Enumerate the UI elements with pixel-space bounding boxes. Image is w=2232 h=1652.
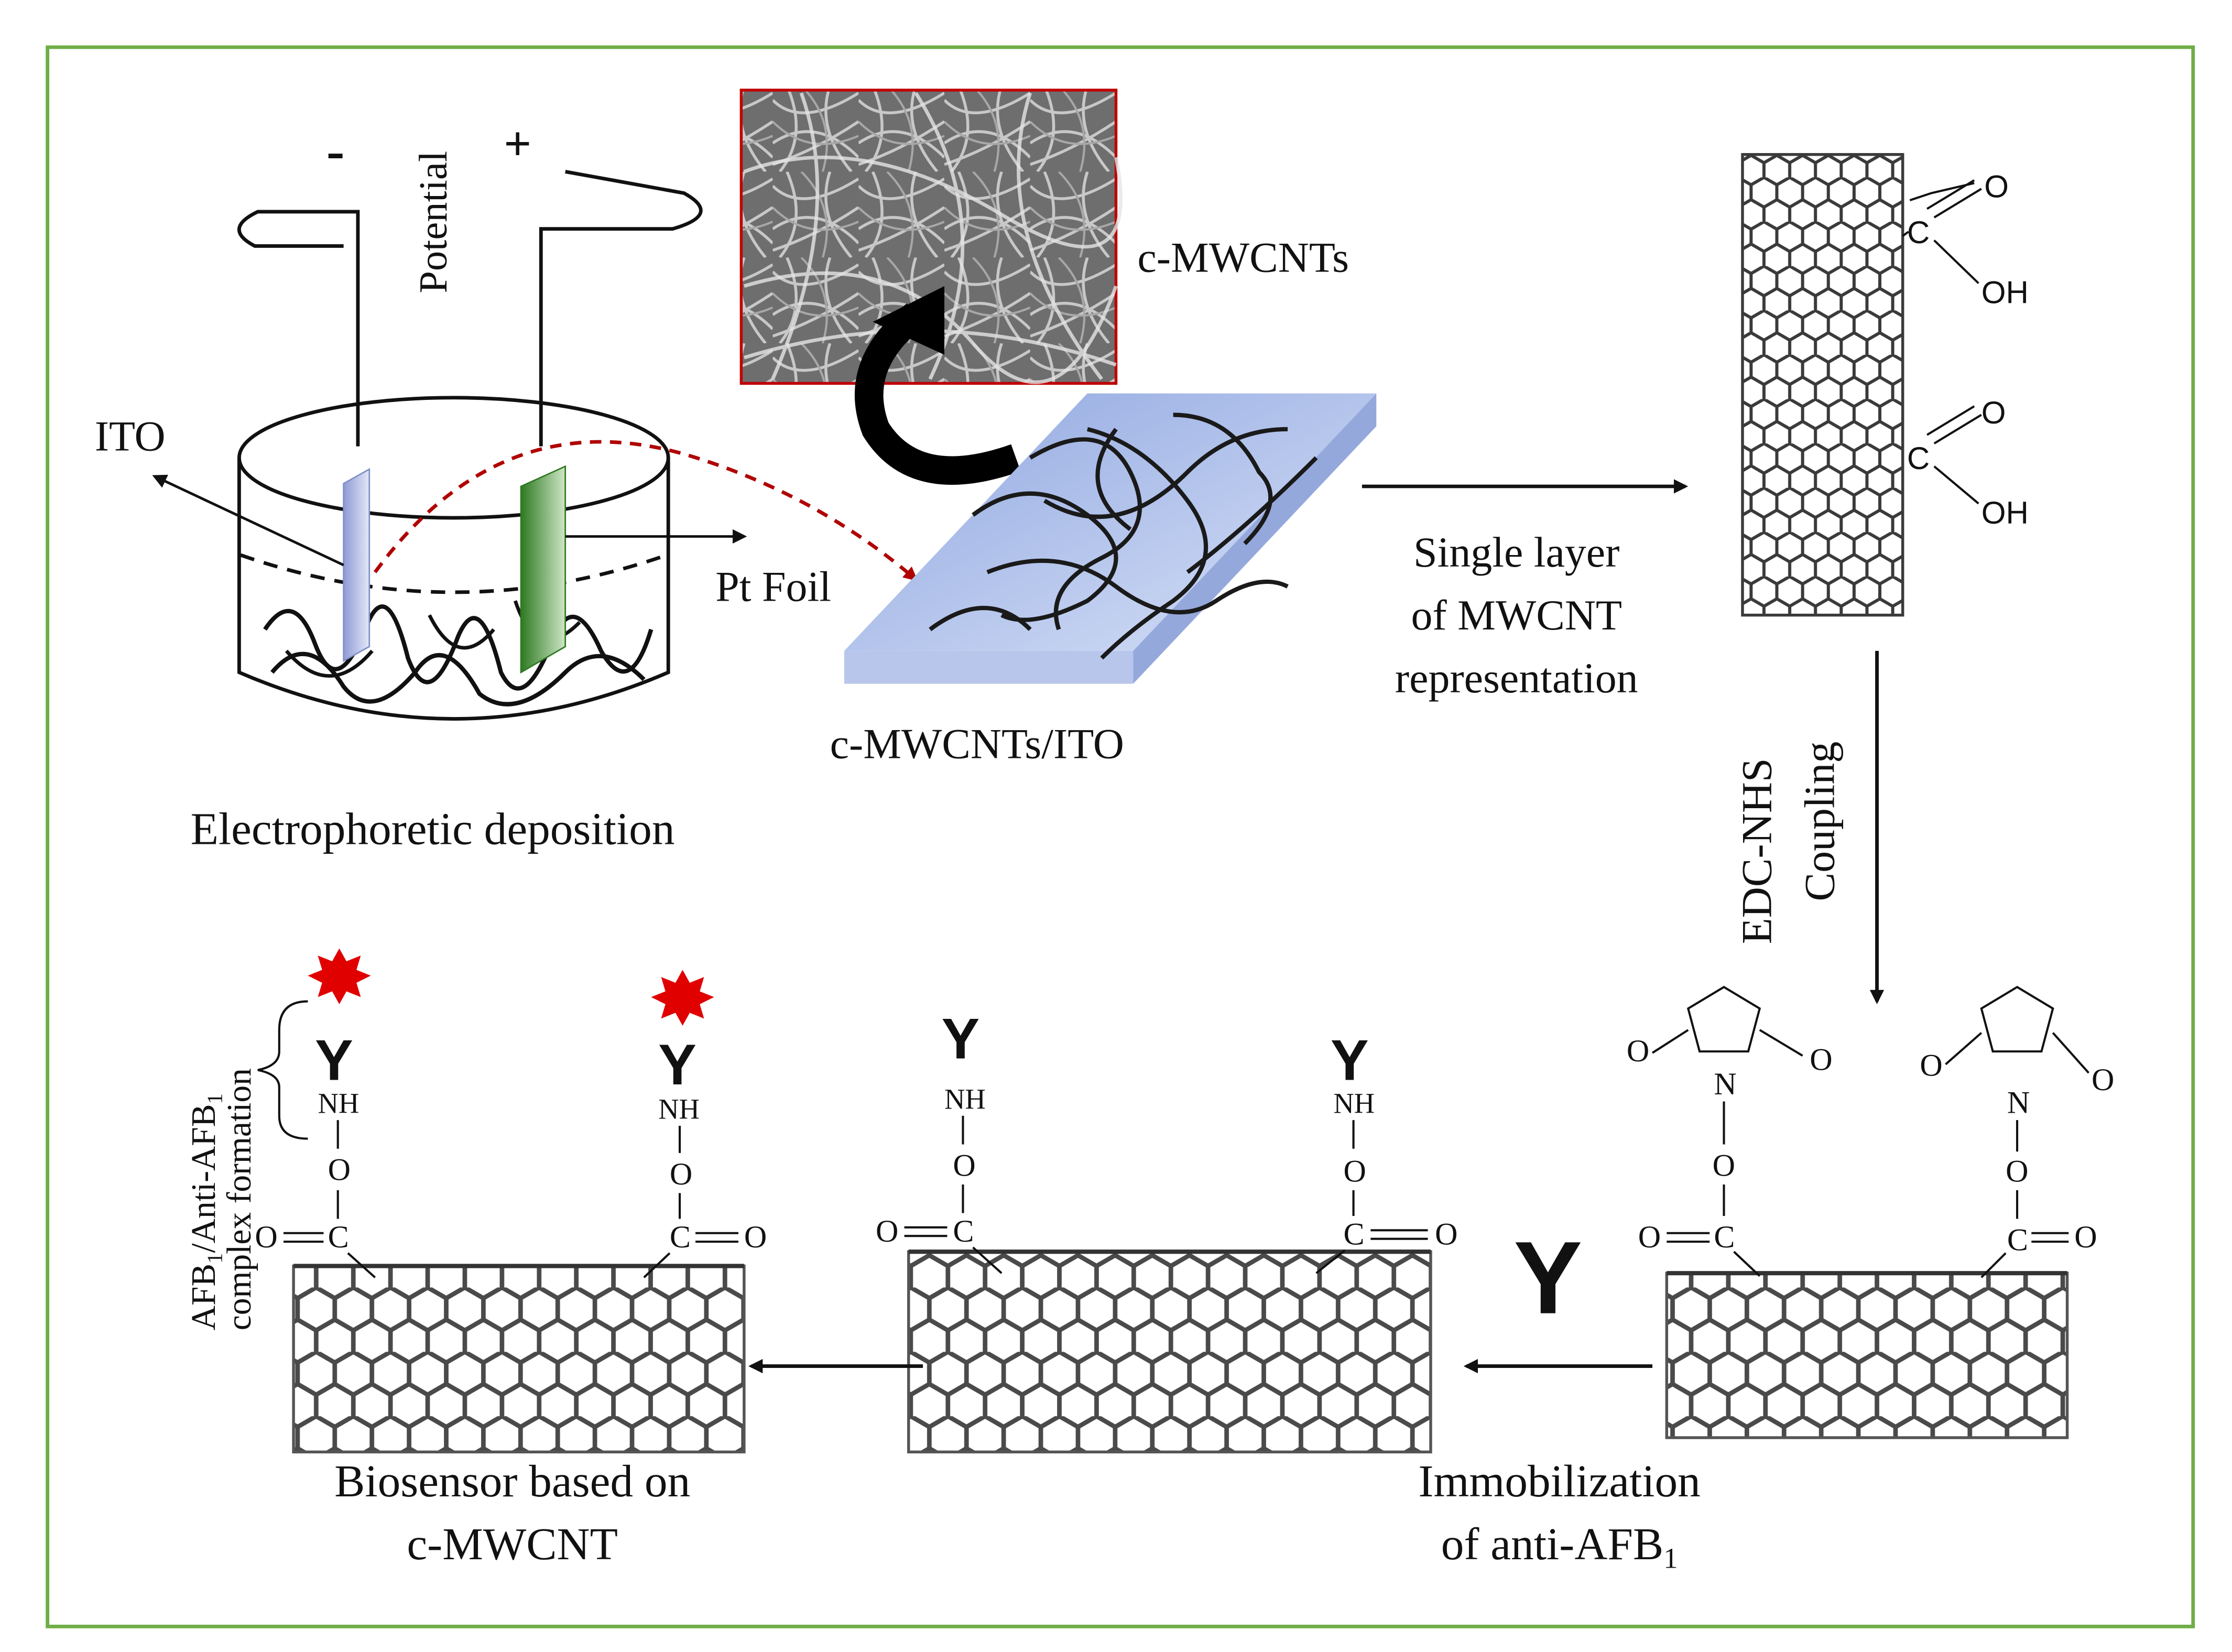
antibody-right-c: C — [1343, 1216, 1364, 1252]
plus-sign: + — [504, 117, 531, 171]
immobilization-line2-text: of anti-AFB — [1441, 1518, 1664, 1569]
nhs-left-c: C — [1714, 1219, 1735, 1254]
antibody-left-o2: O — [876, 1213, 898, 1248]
pt-foil-electrode — [520, 465, 567, 674]
antibody-left-y: Y — [942, 1007, 980, 1071]
complex-label-1-sub: 1 — [203, 1253, 227, 1263]
nhs-right-c: C — [2007, 1222, 2028, 1257]
coupling-label: Coupling — [1796, 742, 1844, 901]
antibody-left-o: O — [953, 1148, 975, 1183]
cmwcnts-ito-slab: c-MWCNTs/ITO — [830, 393, 1377, 768]
immobilization-line2: of anti-AFB1 — [1441, 1518, 1678, 1574]
complex-label-1-sub2: 1 — [203, 1093, 227, 1104]
oxygen-1: O — [1984, 169, 2009, 204]
single-layer-line3: representation — [1395, 654, 1638, 702]
immobilization-line1: Immobilization — [1418, 1455, 1700, 1506]
antibody-left: Y NH O C O — [876, 1007, 1003, 1274]
beaker-wall — [237, 458, 670, 721]
oxygen-2: O — [1981, 395, 2006, 430]
nhs-group-left: O O N O C O — [1627, 985, 1833, 1277]
nhs-right-o4: O — [2074, 1219, 2097, 1254]
biosensor-cnt: Y NH O C O Y NH O C O AFB1/Anti-AFB1 com… — [185, 948, 767, 1454]
antibody-right-o2: O — [1435, 1216, 1457, 1252]
nhs-left-o4: O — [1638, 1219, 1661, 1254]
complex-label-1b: /Anti-AFB — [185, 1104, 223, 1253]
nhs-right-o3: O — [2006, 1153, 2028, 1188]
nhs-group-right: O O N O C O — [1920, 985, 2114, 1278]
nhs-left-o3: O — [1713, 1148, 1735, 1183]
antibody-left-c: C — [953, 1213, 974, 1248]
hydroxyl-1: OH — [1981, 275, 2029, 310]
hydroxyl-2: OH — [1981, 495, 2029, 530]
ito-label: ITO — [95, 412, 166, 460]
complex-right-nh: NH — [658, 1093, 700, 1125]
complex-left-y: Y — [315, 1029, 353, 1093]
complex-right-o2: O — [744, 1219, 767, 1254]
complex-left: Y NH O C O — [255, 948, 376, 1278]
antibody-right-y: Y — [1331, 1029, 1369, 1093]
potential-label: Potential — [411, 151, 455, 294]
complex-left-c: C — [328, 1219, 349, 1254]
zoom-arrow — [855, 303, 1021, 485]
vertical-cnt-cooh: C O OH C O OH — [1741, 153, 2029, 617]
biosensor-line1: Biosensor based on — [334, 1455, 690, 1506]
edc-label: EDC-NHS — [1733, 758, 1781, 944]
complex-label-2: complex formation — [221, 1068, 258, 1330]
nhs-right-o1: O — [1920, 1048, 1942, 1083]
electrophoretic-label: Electrophoretic deposition — [191, 803, 675, 854]
complex-left-nh: NH — [318, 1087, 359, 1119]
nhs-right-n: N — [2007, 1084, 2030, 1120]
nhs-left-n: N — [1714, 1066, 1736, 1101]
nhs-activated-cnt: O O N O C O O O N O C O — [1627, 985, 2114, 1439]
complex-right-y: Y — [658, 1033, 696, 1097]
antigen-right — [651, 970, 714, 1026]
antigen-left — [308, 948, 371, 1005]
complex-right-o: O — [670, 1156, 692, 1191]
transfer-arrow — [373, 440, 918, 581]
pt-foil-label: Pt Foil — [715, 562, 831, 610]
carbon-2: C — [1907, 441, 1930, 476]
single-layer-line1: Single layer — [1413, 528, 1619, 576]
immobilization-line2-sub: 1 — [1663, 1542, 1678, 1574]
single-layer-line2: of MWCNT — [1411, 591, 1622, 639]
nhs-left-o1: O — [1627, 1033, 1649, 1068]
complex-brace — [257, 1000, 308, 1140]
antibody-right-nh: NH — [1333, 1087, 1375, 1119]
antibody-cnt: Y NH O C O Y NH O C O — [876, 1007, 1458, 1454]
electrophoretic-cell: - + Potential ITO Pt Foil Electrophoreti… — [95, 117, 918, 854]
nhs-right-o2: O — [2092, 1062, 2114, 1097]
antibody-left-nh: NH — [944, 1083, 986, 1115]
biosensor-line2: c-MWCNT — [407, 1518, 618, 1569]
carbon-1: C — [1907, 215, 1930, 250]
minus-sign: - — [326, 121, 345, 181]
antibody-right-o: O — [1343, 1153, 1366, 1188]
complex-right: Y NH O C O — [643, 970, 767, 1278]
liquid-level — [239, 553, 668, 594]
complex-left-o2: O — [255, 1219, 277, 1254]
sem-label: c-MWCNTs — [1137, 234, 1349, 281]
complex-label-1a: AFB — [185, 1264, 223, 1330]
sem-image: c-MWCNTs — [739, 89, 1349, 385]
nhs-left-o2: O — [1810, 1042, 1832, 1077]
complex-left-o: O — [328, 1152, 351, 1187]
complex-right-c: C — [670, 1219, 691, 1254]
antibody-right: Y NH O C O — [1315, 1029, 1458, 1274]
complex-label-1: AFB1/Anti-AFB1 — [185, 1093, 227, 1330]
slab-label: c-MWCNTs/ITO — [830, 720, 1124, 768]
antibody-symbol-large: Y — [1514, 1220, 1582, 1335]
ito-electrode — [343, 468, 371, 662]
